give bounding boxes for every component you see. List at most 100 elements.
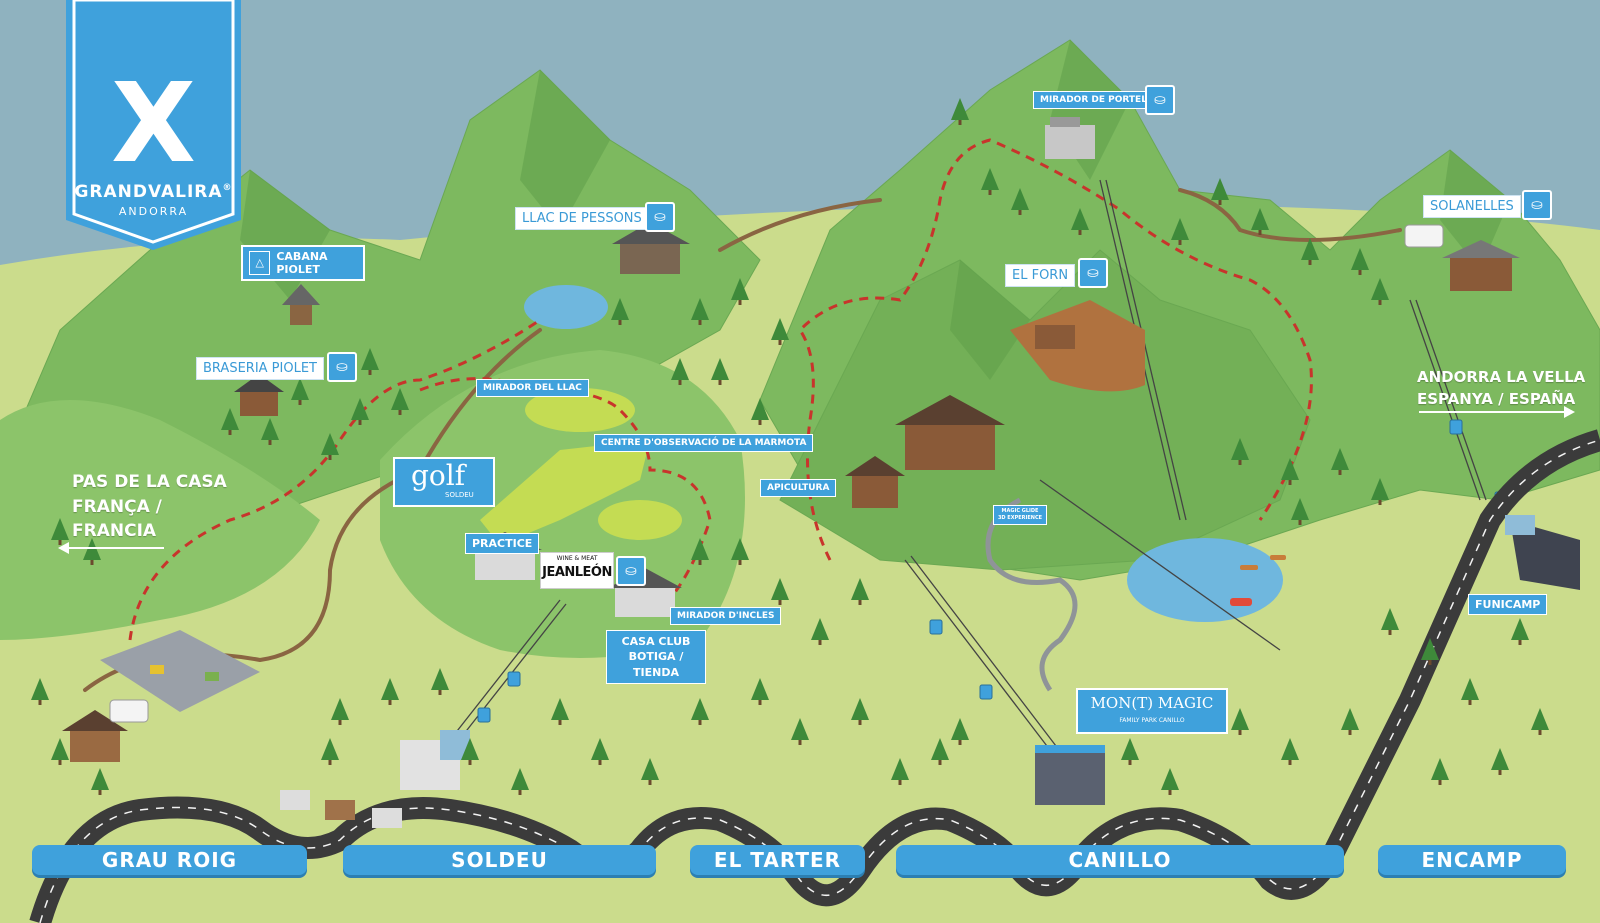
- direction-east-line2: ESPANYA / ESPAÑA: [1417, 389, 1576, 408]
- restaurant-icon[interactable]: ⛀: [645, 202, 675, 232]
- tree-trunk: [328, 455, 332, 460]
- tree-trunk: [1238, 460, 1242, 465]
- mirador-de-portella-label[interactable]: MIRADOR DE PORTELLA: [1033, 91, 1167, 109]
- road-marking: [39, 439, 1600, 923]
- golf-logo[interactable]: golf SOLDEU: [393, 457, 495, 507]
- practice-label[interactable]: PRACTICE: [465, 533, 540, 554]
- pine-tree: [1211, 178, 1229, 200]
- tree-trunk: [368, 370, 372, 375]
- tree-trunk: [1018, 210, 1022, 215]
- pine-tree: [361, 348, 379, 370]
- direction-west-line2: FRANÇA /: [72, 496, 162, 517]
- pine-tree: [1491, 748, 1509, 770]
- solanelles-label[interactable]: SOLANELLES: [1423, 195, 1521, 218]
- pine-tree: [1291, 498, 1309, 520]
- pine-tree: [731, 538, 749, 560]
- restaurant-icon[interactable]: ⛀: [1145, 85, 1175, 115]
- pine-tree: [1161, 768, 1179, 790]
- tree-trunk: [518, 790, 522, 795]
- restaurant-icon[interactable]: ⛀: [1078, 258, 1108, 288]
- tree-trunk: [1358, 270, 1362, 275]
- pine-tree: [51, 518, 69, 540]
- casa-club-label[interactable]: CASA CLUB BOTIGA / TIENDA: [606, 630, 706, 685]
- pine-tree: [931, 738, 949, 760]
- apicultura-label[interactable]: APICULTURA: [760, 479, 837, 497]
- pine-tree: [1231, 438, 1249, 460]
- arrow-right-icon: [1419, 406, 1575, 418]
- montmagic-logo[interactable]: MON(T) MAGIC FAMILY PARK CANILLO: [1076, 688, 1228, 734]
- pine-tree: [691, 538, 709, 560]
- village-grau-roig[interactable]: GRAU ROIG: [32, 845, 307, 875]
- funicamp-label[interactable]: FUNICAMP: [1468, 594, 1548, 615]
- brand-name: GRANDVALIRA®: [66, 184, 241, 201]
- building-solanelles: [1442, 240, 1520, 291]
- magic-glide-line2: 3D EXPERIENCE: [997, 515, 1043, 521]
- tree-trunk: [858, 600, 862, 605]
- restaurant-icon[interactable]: ⛀: [616, 556, 646, 586]
- tree-trunk: [778, 600, 782, 605]
- tree-trunk: [298, 400, 302, 405]
- el-forn-label[interactable]: EL FORN: [1005, 264, 1076, 287]
- pine-tree: [731, 278, 749, 300]
- direction-west-line3: FRANCIA: [72, 521, 157, 542]
- pine-tree: [461, 738, 479, 760]
- llac-de-pessons-label[interactable]: LLAC DE PESSONS: [515, 207, 649, 230]
- tree-trunk: [1348, 730, 1352, 735]
- tree-trunk: [1078, 230, 1082, 235]
- pine-tree: [1461, 678, 1479, 700]
- pine-tree: [351, 398, 369, 420]
- village-encamp[interactable]: ENCAMP: [1378, 845, 1566, 875]
- centre-observacio-label[interactable]: CENTRE D'OBSERVACIÓ DE LA MARMOTA: [594, 434, 814, 452]
- tree-trunk: [1168, 790, 1172, 795]
- lake-canillo: [1127, 538, 1283, 622]
- cabana-piolet-badge[interactable]: △ CABANA PIOLET: [241, 245, 365, 281]
- pine-tree: [611, 298, 629, 320]
- direction-west[interactable]: PAS DE LA CASA FRANÇA / FRANCIA: [72, 470, 227, 544]
- pine-tree: [1281, 738, 1299, 760]
- tree-trunk: [1288, 480, 1292, 485]
- tree-trunk: [758, 420, 762, 425]
- tree-trunk: [228, 430, 232, 435]
- tree-trunk: [1258, 230, 1262, 235]
- pine-tree: [951, 718, 969, 740]
- mirador-dincles-label[interactable]: MIRADOR D'INCLES: [670, 607, 782, 625]
- pine-tree: [981, 168, 999, 190]
- village-canillo[interactable]: CANILLO: [896, 845, 1344, 875]
- boats: [1230, 555, 1286, 606]
- tree-trunk: [818, 640, 822, 645]
- braseria-piolet-label[interactable]: BRASERIA PIOLET: [196, 357, 324, 380]
- tree-trunk: [1378, 300, 1382, 305]
- tree-trunk: [1378, 500, 1382, 505]
- building-chalet: [895, 395, 1005, 470]
- pine-tree: [431, 668, 449, 690]
- building-soldeu-station: [400, 730, 470, 790]
- golf-course: [480, 388, 682, 545]
- village-soldeu[interactable]: SOLDEU: [343, 845, 656, 875]
- tree-trunk: [1498, 770, 1502, 775]
- village-el-tarter[interactable]: EL TARTER: [690, 845, 865, 875]
- tree-trunk: [398, 410, 402, 415]
- magic-glide-line1: MAGIC GLIDE: [1001, 508, 1039, 514]
- tree-trunk: [1178, 240, 1182, 245]
- brand-banner[interactable]: X GRANDVALIRA® ANDORRA: [66, 0, 241, 250]
- pine-tree: [671, 358, 689, 380]
- restaurant-icon[interactable]: ⛀: [327, 352, 357, 382]
- tree-trunk: [1518, 640, 1522, 645]
- pine-tree: [851, 578, 869, 600]
- mirador-del-llac-label[interactable]: MIRADOR DEL LLAC: [476, 379, 589, 397]
- green-hill-left: [0, 400, 320, 640]
- tree-trunk: [758, 700, 762, 705]
- cabana-piolet-label: CABANA PIOLET: [276, 250, 328, 276]
- golf-logo-sub: SOLDEU: [445, 491, 474, 499]
- magic-glide-label[interactable]: MAGIC GLIDE 3D EXPERIENCE: [993, 505, 1047, 525]
- vehicle-grau-roig: [109, 699, 149, 723]
- tree-trunk: [358, 420, 362, 425]
- pine-tree: [1431, 758, 1449, 780]
- direction-east[interactable]: ANDORRA LA VELLA ESPANYA / ESPAÑA: [1417, 367, 1585, 411]
- restaurant-icon[interactable]: ⛀: [1522, 190, 1552, 220]
- building-elforn: [1010, 300, 1145, 392]
- tree-trunk: [1438, 780, 1442, 785]
- tree-trunk: [958, 120, 962, 125]
- tree-trunk: [988, 190, 992, 195]
- jeanleon-logo[interactable]: WINE & MEAT JEANLEÓN: [540, 552, 614, 589]
